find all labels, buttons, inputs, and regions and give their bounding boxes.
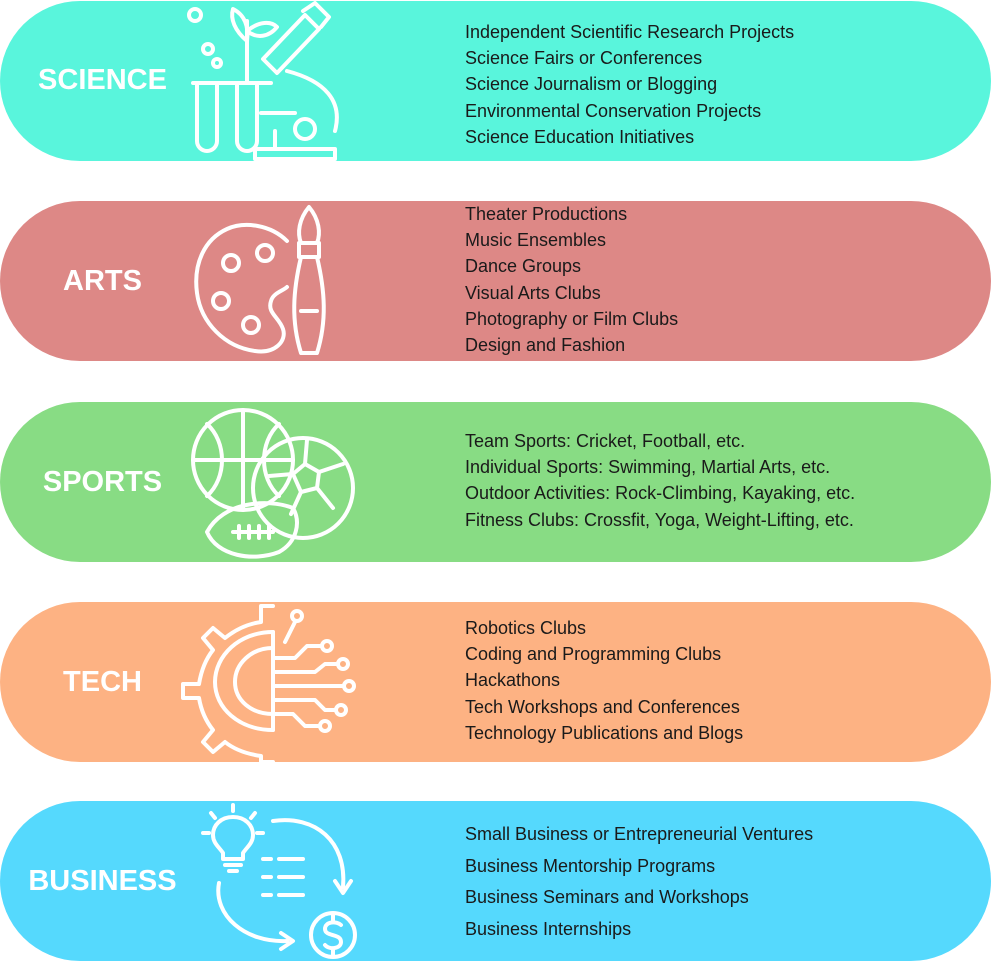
list-item: Science Education Initiatives — [465, 126, 695, 147]
list-item: Fitness Clubs: Crossfit, Yoga, Weight-Li… — [465, 509, 854, 530]
list-item: Theater Productions — [465, 204, 628, 224]
list-item: Independent Scientific Research Projects — [465, 22, 795, 42]
band-title: ARTS — [63, 265, 142, 297]
list-item: Business Mentorship Programs — [465, 855, 716, 876]
sports-activities-list: Team Sports: Cricket, Football, etc. Ind… — [465, 428, 855, 533]
band-title: TECH — [63, 666, 142, 698]
list-item: Tech Workshops and Conferences — [465, 696, 740, 717]
list-item: Science Fairs or Conferences — [465, 48, 703, 69]
list-item: Coding and Programming Clubs — [465, 644, 722, 665]
list-item: Individual Sports: Swimming, Martial Art… — [465, 457, 831, 478]
band-science: SCIENCE Independent Scientific Research … — [0, 1, 991, 161]
band-title: SCIENCE — [38, 64, 167, 96]
list-item: Outdoor Activities: Rock-Climbing, Kayak… — [465, 483, 856, 504]
band-tech: TECH Robotics Clubs Coding and Programmi… — [0, 602, 991, 762]
list-item: Visual Arts Clubs — [465, 282, 601, 303]
band-business: BUSINESS Small Business or Entrepreneuri… — [0, 801, 991, 961]
arts-activities-list: Theater Productions Music Ensembles Danc… — [465, 201, 678, 358]
list-item: Robotics Clubs — [465, 618, 587, 638]
business-activities-list: Small Business or Entrepreneurial Ventur… — [465, 819, 813, 945]
list-item: Business Seminars and Workshops — [465, 887, 749, 908]
band-arts: ARTS Theater Productions Music Ensembles… — [0, 201, 991, 361]
list-item: Small Business or Entrepreneurial Ventur… — [465, 824, 814, 844]
list-item: Science Journalism or Blogging — [465, 74, 718, 95]
band-sports: SPORTS Team Sports: Cricket, Football, e… — [0, 402, 991, 562]
list-item: Dance Groups — [465, 256, 582, 277]
list-item: Music Ensembles — [465, 230, 607, 251]
list-item: Design and Fashion — [465, 335, 626, 356]
sports-balls-icon — [175, 402, 365, 562]
band-title: SPORTS — [42, 466, 163, 498]
list-item: Technology Publications and Blogs — [465, 722, 744, 743]
gear-circuit-icon — [175, 602, 365, 762]
list-item: Hackathons — [465, 670, 561, 691]
band-title: BUSINESS — [28, 865, 177, 897]
idea-to-money-icon — [175, 801, 365, 961]
science-activities-list: Independent Scientific Research Projects… — [465, 19, 794, 150]
palette-brush-icon — [175, 201, 365, 361]
list-item: Environmental Conservation Projects — [465, 100, 762, 121]
list-item: Team Sports: Cricket, Football, etc. — [465, 431, 746, 451]
tech-activities-list: Robotics Clubs Coding and Programming Cl… — [465, 615, 743, 746]
science-plant-microscope-icon — [175, 1, 365, 161]
list-item: Business Internships — [465, 918, 632, 939]
list-item: Photography or Film Clubs — [465, 308, 679, 329]
